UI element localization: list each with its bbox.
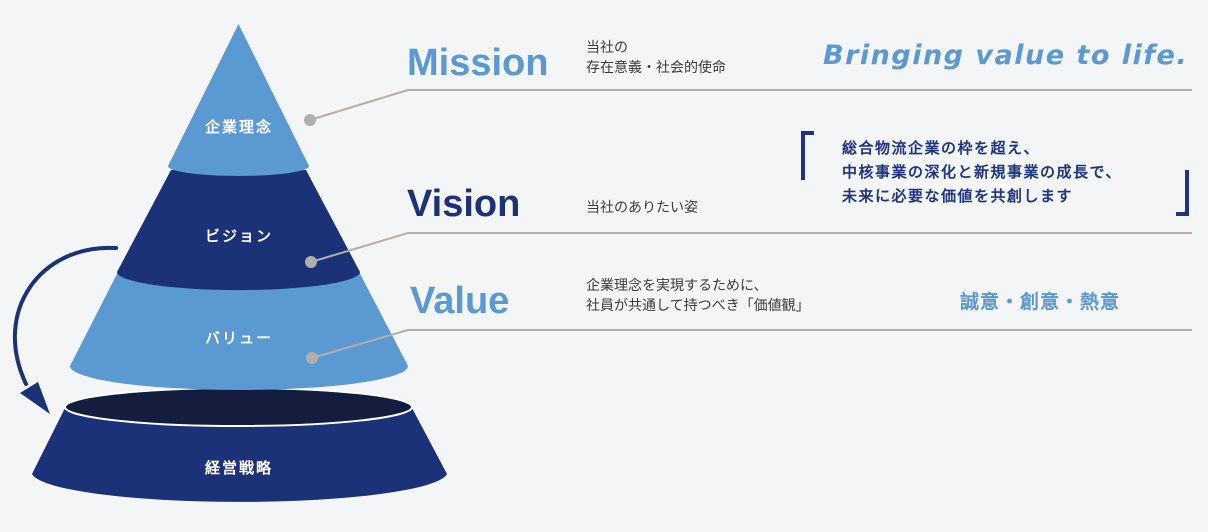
vision-statement: 総合物流企業の枠を超え、 中核事業の深化と新規事業の成長で、 未来に必要な価値を… [842, 136, 1122, 208]
pyramid-tier-vision [117, 170, 360, 291]
pyramid-tier-value [70, 268, 408, 390]
vision-statement-line2: 中核事業の深化と新規事業の成長で、 [842, 163, 1122, 181]
pyramid-tier-top [168, 24, 309, 176]
value-tagline: 誠意・創意・熱意 [960, 291, 1121, 313]
mission-desc-line1: 当社の [586, 40, 628, 56]
vision-description: 当社のありたい姿 [586, 200, 698, 216]
connector-mission-line [309, 89, 409, 121]
pyramid-label-vision: ビジョン [205, 227, 273, 245]
value-description: 企業理念を実現するために、 社員が共通して持つべき「価値観」 [586, 276, 810, 316]
pyramid-tier-base [32, 408, 447, 502]
mission-desc-line2: 存在意義・社会的使命 [586, 60, 726, 76]
vision-statement-line3: 未来に必要な価値を共創します [842, 187, 1074, 205]
vision-heading: Vision [407, 183, 521, 225]
value-desc-line1: 企業理念を実現するために、 [586, 278, 768, 294]
pyramid-label-base: 経営戦略 [205, 459, 273, 477]
pyramid-label-top: 企業理念 [204, 118, 273, 136]
vision-open-bracket [801, 131, 814, 180]
value-heading: Value [410, 280, 510, 322]
connector-value-dot [306, 352, 318, 364]
mission-heading: Mission [407, 42, 549, 84]
connector-value-line [311, 329, 409, 359]
mission-tagline: Bringing value to life. [823, 40, 1189, 71]
connector-mission-dot [304, 114, 316, 126]
mission-description: 当社の 存在意義・社会的使命 [586, 38, 726, 78]
connector-vision-line [310, 232, 409, 263]
pyramid-label-value: バリュー [205, 329, 273, 347]
pyramid-base-top-ellipse [64, 387, 413, 427]
arrowhead-icon [20, 382, 50, 414]
curved-arrow [13, 245, 118, 386]
vision-close-bracket [1176, 170, 1189, 216]
connector-vision-dot [305, 256, 317, 268]
value-desc-line2: 社員が共通して持つべき「価値観」 [586, 298, 810, 314]
vision-statement-line1: 総合物流企業の枠を超え、 [842, 139, 1041, 157]
